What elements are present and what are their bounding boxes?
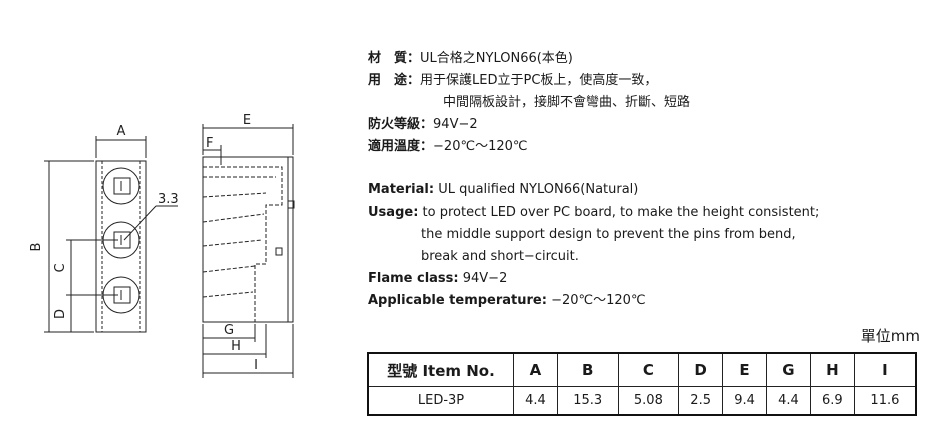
dim-label-e: E [243, 113, 251, 128]
table-cell: 4.4 [766, 386, 811, 416]
table-cell: 5.08 [617, 386, 680, 416]
spec-cn-temperature: 適用溫度：−20℃～120℃ [368, 139, 528, 154]
spec-table: 型號 Item No. A B C D E G H I LED-3P 4.4 1… [367, 352, 917, 416]
spec-en-temperature: Applicable temperature: −20℃～120℃ [368, 293, 646, 308]
spec-en-material: Material: UL qualified NYLON66(Natural) [368, 182, 639, 197]
table-cell: 11.6 [853, 386, 917, 416]
dim-label-f: F [206, 136, 213, 151]
dim-label-d: D [53, 309, 68, 319]
side-view-body [202, 156, 294, 323]
technical-drawing: A B C D 3.3 E F G H I [29, 113, 295, 378]
spec-cn-material: 材 質：UL合格之NYLON66(本色) [368, 51, 573, 66]
table-header-cell: G [766, 352, 811, 387]
table-cell: 9.4 [722, 386, 767, 416]
front-view-body [95, 160, 147, 333]
table-cell: 15.3 [556, 386, 619, 416]
table-row: LED-3P 4.4 15.3 5.08 2.5 9.4 4.4 6.9 11.… [367, 386, 917, 416]
spec-en-usage: Usage: to protect LED over PC board, to … [368, 205, 820, 220]
table-header-cell: H [809, 352, 855, 387]
spec-cn-usage: 用 途：用于保護LED立于PC板上，使高度一致， [368, 73, 658, 88]
dim-label-g: G [224, 323, 234, 338]
table-header-row: 型號 Item No. A B C D E G H I [367, 352, 917, 387]
table-header-cell: A [513, 352, 558, 387]
dim-label-b: B [29, 243, 44, 252]
spec-en-usage-cont1: the middle support design to prevent the… [421, 227, 796, 242]
spec-en-flame: Flame class: 94V−2 [368, 271, 508, 286]
table-cell: LED-3P [367, 386, 514, 416]
spec-en-usage-cont2: break and short−circuit. [421, 249, 579, 264]
dim-label-h: H [231, 339, 241, 354]
dim-label-c: C [53, 263, 68, 272]
unit-label: 單位mm [860, 327, 920, 345]
table-header-cell: B [556, 352, 619, 387]
table-cell: 2.5 [678, 386, 724, 416]
dim-label-i: I [254, 358, 258, 373]
spec-cn-usage-cont: 中間隔板設計，接脚不會彎曲、折斷、短路 [443, 95, 691, 110]
table-header-cell: 型號 Item No. [367, 352, 514, 387]
side-view-profile [203, 166, 283, 322]
table-header-cell: E [722, 352, 767, 387]
led-hole-1 [102, 167, 140, 205]
table-header-cell: C [617, 352, 680, 387]
table-cell: 6.9 [809, 386, 855, 416]
spec-cn-flame: 防火等級：94V−2 [368, 117, 478, 132]
table-cell: 4.4 [513, 386, 558, 416]
table-header-cell: I [853, 352, 917, 387]
table-header-cell: D [678, 352, 724, 387]
dim-label-33: 3.3 [158, 192, 179, 207]
dim-label-a: A [117, 124, 126, 139]
